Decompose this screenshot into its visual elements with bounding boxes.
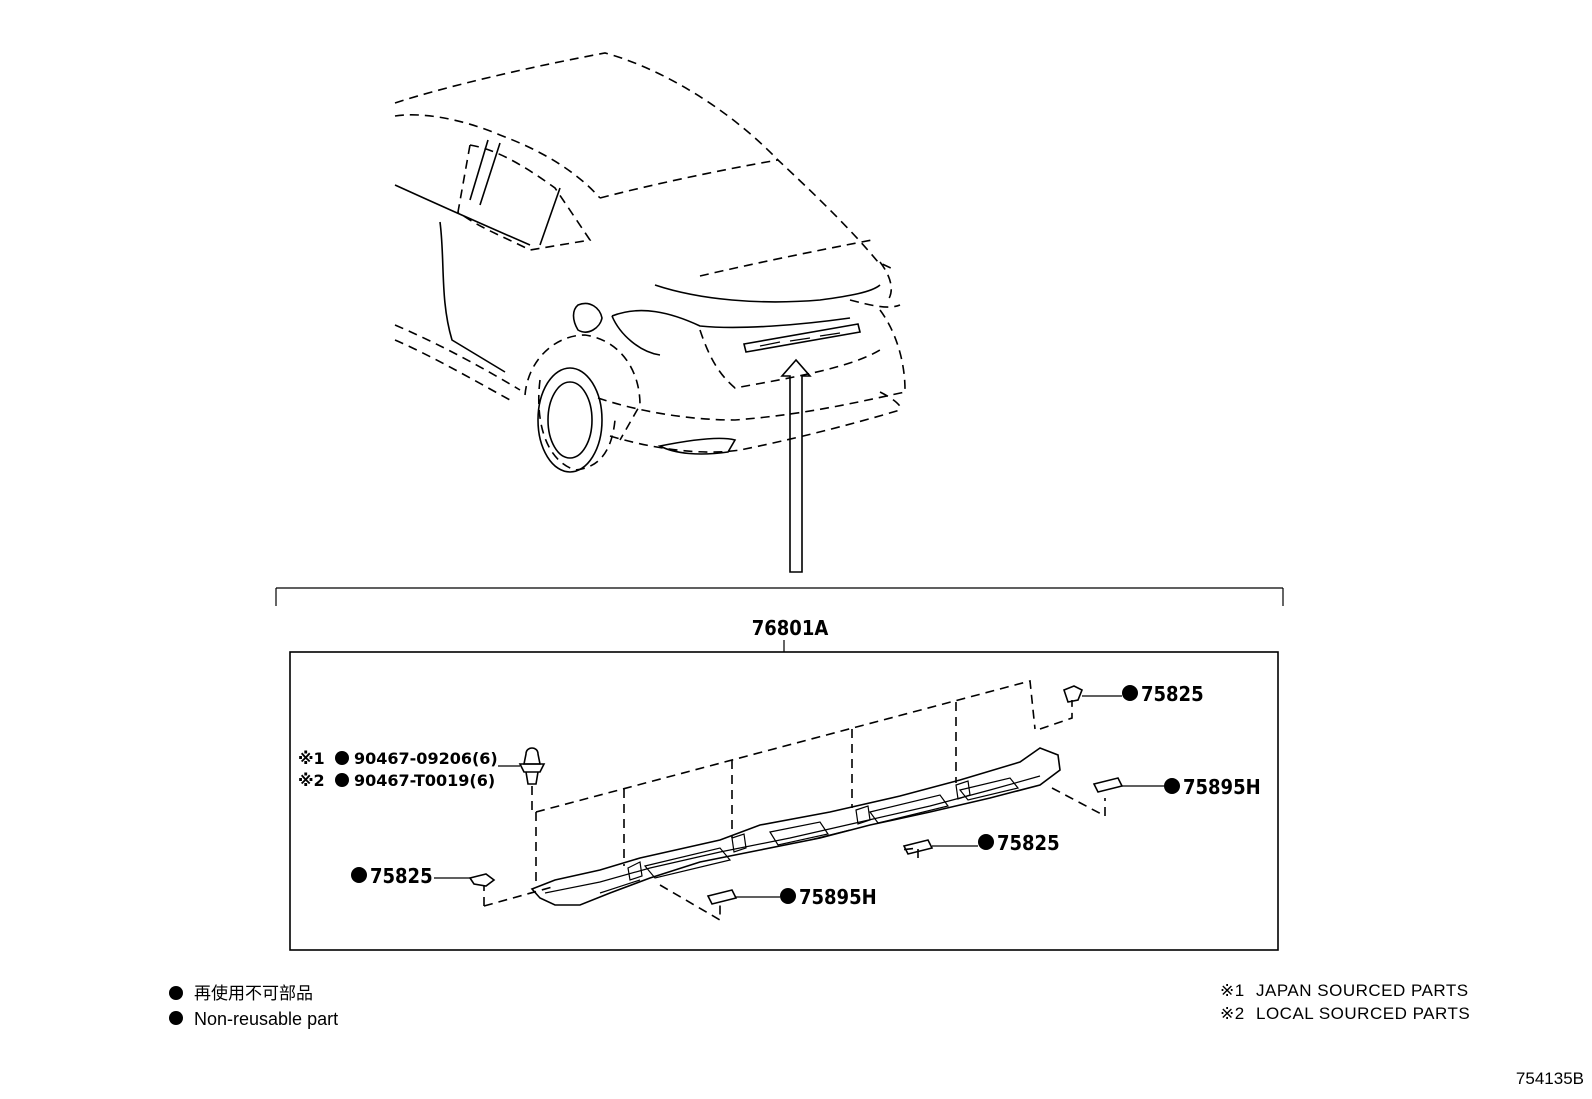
non-reusable-bullet-icon (978, 834, 994, 850)
installation-guides (483, 679, 1106, 922)
non-reusable-bullet-icon (335, 751, 349, 765)
detail-frame (289, 651, 1279, 951)
source-notes: ※1 JAPAN SOURCED PARTS ※2 LOCAL SOURCED … (1220, 981, 1470, 1023)
label-pad-left: 75825 (351, 864, 433, 888)
source-text-2: LOCAL SOURCED PARTS (1256, 1004, 1470, 1023)
legend-japanese: 再使用不可部品 (194, 983, 313, 1004)
part-number: 75825 (370, 864, 433, 888)
label-pad-bottom: 75895H (780, 885, 877, 909)
label-pad-upper-right: 75825 (1122, 682, 1204, 706)
assembly-bracket (275, 587, 1284, 652)
source-text-1: JAPAN SOURCED PARTS (1256, 981, 1469, 1000)
non-reusable-bullet-icon (169, 1011, 183, 1025)
part-number: 90467-09206(6) (354, 749, 498, 768)
part-number: 75825 (997, 831, 1060, 855)
part-number: 75895H (799, 885, 877, 909)
non-reusable-bullet-icon (1164, 778, 1180, 794)
car-rear-illustration (394, 52, 906, 573)
figure-id: 754135B (1516, 1069, 1584, 1088)
non-reusable-bullet-icon (335, 773, 349, 787)
label-clip-local: ※2 90467-T0019(6) (298, 771, 495, 790)
marker-2: ※2 (298, 771, 325, 790)
source-marker-2: ※2 (1220, 1004, 1245, 1023)
non-reusable-bullet-icon (351, 867, 367, 883)
part-number: 75895H (1183, 775, 1261, 799)
legend: 再使用不可部品 Non-reusable part (169, 983, 338, 1029)
part-number: 75825 (1141, 682, 1204, 706)
garnish-part (530, 747, 1061, 906)
marker-1: ※1 (298, 749, 325, 768)
label-pad-center: 75825 (978, 831, 1060, 855)
clip-fastener (498, 747, 546, 785)
source-marker-1: ※1 (1220, 981, 1245, 1000)
non-reusable-bullet-icon (1122, 685, 1138, 701)
part-number: 90467-T0019(6) (354, 771, 495, 790)
non-reusable-bullet-icon (169, 986, 183, 1000)
assembly-part-number: 76801A (752, 616, 829, 640)
pad-shapes (434, 685, 1164, 905)
non-reusable-bullet-icon (780, 888, 796, 904)
label-clip-japan: ※1 90467-09206(6) (298, 749, 498, 768)
legend-english: Non-reusable part (194, 1009, 338, 1029)
label-pad-right: 75895H (1164, 775, 1261, 799)
